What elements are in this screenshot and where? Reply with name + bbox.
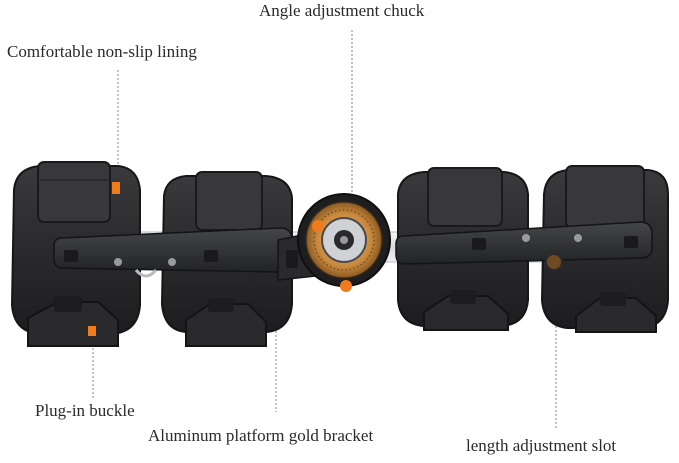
label-length-adjustment-slot: length adjustment slot (466, 436, 617, 455)
right-bar (395, 221, 653, 265)
label-aluminum-bracket: Aluminum platform gold bracket (148, 426, 374, 445)
dial-stop-top (312, 220, 324, 232)
label-angle-adjustment-chuck: Angle adjustment chuck (259, 1, 425, 20)
label-plug-in-buckle: Plug-in buckle (35, 401, 135, 420)
label-non-slip-lining: Comfortable non-slip lining (7, 42, 197, 61)
dial-stop-bottom (340, 280, 352, 292)
pad-left-outer (10, 161, 141, 347)
angle-adjustment-chuck (297, 193, 391, 292)
